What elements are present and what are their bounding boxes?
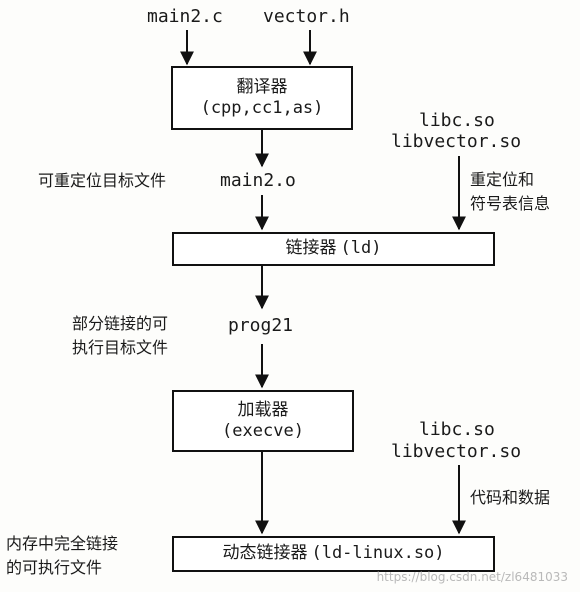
linker-title: 链接器 [285,238,337,259]
translator-box: 翻译器 (cpp,cc1,as) [171,66,353,130]
dynamic-linker-box: 动态链接器 (ld-linux.so) [172,536,495,572]
partial-exec-label-line1: 部分链接的可 [72,314,169,333]
static-lib-libc: libc.so [419,110,495,131]
translator-title: 翻译器 [236,76,288,97]
static-lib-libvector: libvector.so [391,131,522,152]
linker-detail: (ld) [340,238,382,259]
relocation-note-line1: 重定位和 [470,170,535,189]
partial-exec-file: prog21 [228,315,294,336]
dynamic-lib-libvector: libvector.so [391,441,522,462]
relocatable-object-file: main2.o [220,170,296,191]
watermark: https://blog.csdn.net/zl6481033 [376,570,568,584]
dynamic-lib-libc: libc.so [419,419,495,440]
translator-detail: (cpp,cc1,as) [200,98,324,118]
full-exec-label-line1: 内存中完全链接 [6,534,119,553]
source-file-main-c: main2.c [147,6,223,27]
loader-box: 加载器 (execve) [172,390,354,452]
dynamic-linker-detail: (ld-linux.so) [311,543,445,564]
dynamic-linker-title: 动态链接器 [222,543,308,564]
relocatable-object-label: 可重定位目标文件 [38,171,167,190]
linker-box: 链接器 (ld) [172,232,495,266]
relocation-note-line2: 符号表信息 [470,194,551,213]
loader-title: 加载器 [237,399,289,420]
header-file-vector-h: vector.h [263,6,350,27]
code-and-data-note: 代码和数据 [470,488,551,507]
full-exec-label-line2: 的可执行文件 [6,558,103,577]
loader-detail: (execve) [222,421,304,441]
partial-exec-label-line2: 执行目标文件 [72,338,169,357]
